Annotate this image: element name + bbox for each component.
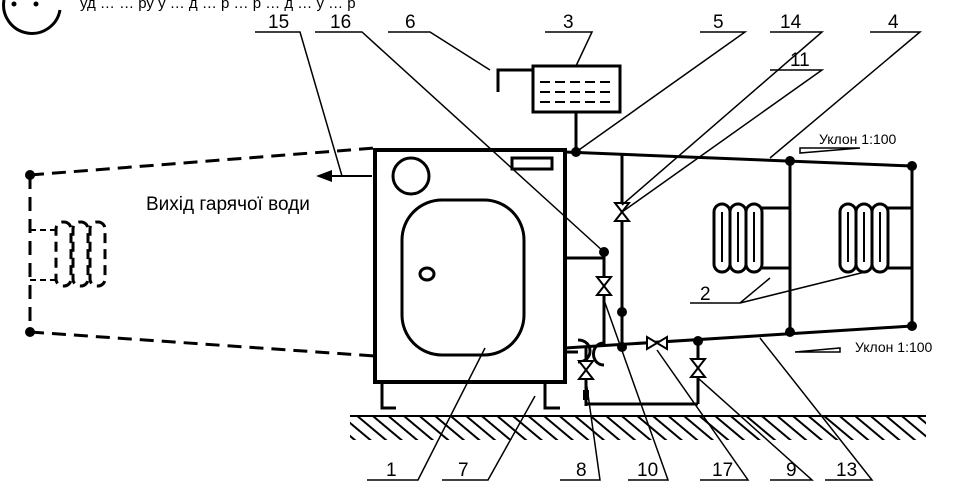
label-17: 17 <box>712 460 733 481</box>
label-11: 11 <box>790 50 810 71</box>
slope-bottom-icon <box>794 347 841 353</box>
label-8: 8 <box>576 460 587 481</box>
slope-top-label: Уклон 1:100 <box>819 131 897 147</box>
top-leader-lines <box>255 31 923 253</box>
valve-9-icon <box>690 358 706 378</box>
label-4: 4 <box>888 12 899 33</box>
label-6: 6 <box>405 12 416 33</box>
remote-circuit-dashed <box>25 146 376 358</box>
expansion-tank <box>496 64 622 152</box>
label-16: 16 <box>330 12 351 33</box>
header-fragment-text: уд … … ру у … д … р … р … д … у … р <box>80 0 356 12</box>
boiler-door <box>400 198 526 357</box>
label-9: 9 <box>786 460 797 481</box>
label-2: 2 <box>700 284 711 305</box>
arrow-left-icon <box>316 170 332 182</box>
label-10: 10 <box>637 460 658 481</box>
return-pipeline <box>564 307 917 406</box>
label-14: 14 <box>780 12 802 33</box>
boiler <box>373 148 567 410</box>
slope-bottom-label: Уклон 1:100 <box>855 339 933 355</box>
boiler-legs <box>380 382 560 410</box>
hot-water-label: Вихід гарячої води <box>146 194 310 215</box>
label-7: 7 <box>458 460 469 481</box>
valve-17-icon <box>646 336 668 350</box>
label-15: 15 <box>268 12 289 33</box>
slope-top-icon <box>799 147 861 154</box>
header-circle-icon <box>2 0 62 35</box>
label-13: 13 <box>836 460 857 481</box>
bottom-leader-lines <box>367 271 874 481</box>
valve-10-icon <box>596 276 612 296</box>
label-5: 5 <box>713 12 724 33</box>
radiator-right-icon <box>838 202 912 274</box>
valve-8-icon <box>578 360 594 380</box>
ground-hatching <box>350 416 926 440</box>
radiator-left-icon <box>712 202 790 274</box>
label-3: 3 <box>563 12 574 33</box>
label-1: 1 <box>386 460 397 481</box>
door-handle-icon <box>418 266 436 282</box>
overflow-pipe <box>496 68 533 92</box>
